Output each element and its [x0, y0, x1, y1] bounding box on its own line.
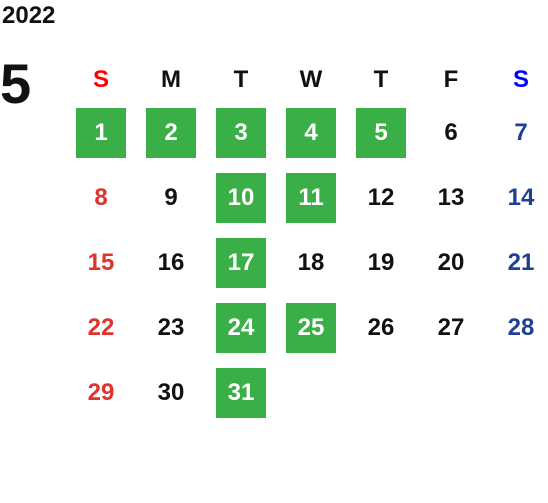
- day-number: 30: [157, 378, 185, 406]
- day-cell[interactable]: 23: [136, 295, 206, 360]
- day-cell[interactable]: 2: [136, 100, 206, 165]
- calendar-week-row: 8 9 10 11 12 13 14: [66, 165, 548, 230]
- day-cell: [346, 360, 416, 425]
- day-cell[interactable]: 8: [66, 165, 136, 230]
- weekday-label-friday: F: [443, 66, 459, 93]
- day-cell[interactable]: 16: [136, 230, 206, 295]
- day-cell[interactable]: 29: [66, 360, 136, 425]
- day-cell[interactable]: 21: [486, 230, 548, 295]
- calendar-week-row: 29 30 31: [66, 360, 548, 425]
- day-cell[interactable]: 15: [66, 230, 136, 295]
- day-number-highlighted: 1: [76, 107, 126, 158]
- day-number: 26: [367, 313, 395, 341]
- day-number: 23: [157, 313, 185, 341]
- day-number-highlighted: 25: [286, 302, 336, 353]
- day-number: 20: [437, 248, 465, 276]
- day-cell[interactable]: 11: [276, 165, 346, 230]
- day-number-highlighted: 2: [146, 107, 196, 158]
- day-number-highlighted: 11: [286, 172, 336, 223]
- day-number: 19: [367, 248, 395, 276]
- calendar-year: 2022: [2, 2, 56, 29]
- day-cell[interactable]: 12: [346, 165, 416, 230]
- day-number-highlighted: 31: [216, 367, 266, 418]
- day-number: 28: [507, 313, 535, 341]
- day-cell[interactable]: 17: [206, 230, 276, 295]
- day-cell[interactable]: 3: [206, 100, 276, 165]
- day-number: 14: [507, 183, 535, 211]
- day-cell[interactable]: 24: [206, 295, 276, 360]
- day-number: 13: [437, 183, 465, 211]
- day-cell[interactable]: 31: [206, 360, 276, 425]
- day-cell[interactable]: 4: [276, 100, 346, 165]
- weekday-label-sunday: S: [92, 66, 109, 93]
- day-cell[interactable]: 20: [416, 230, 486, 295]
- day-cell[interactable]: 9: [136, 165, 206, 230]
- weekday-label-saturday: S: [512, 66, 529, 93]
- day-cell[interactable]: 19: [346, 230, 416, 295]
- day-number-highlighted: 4: [286, 107, 336, 158]
- day-cell[interactable]: 28: [486, 295, 548, 360]
- day-cell[interactable]: 25: [276, 295, 346, 360]
- weekday-label-thursday: T: [373, 66, 389, 93]
- day-cell[interactable]: 14: [486, 165, 548, 230]
- day-number-highlighted: 5: [356, 107, 406, 158]
- day-number: 9: [164, 183, 178, 211]
- day-cell[interactable]: 27: [416, 295, 486, 360]
- day-cell: [486, 360, 548, 425]
- day-number: 6: [444, 118, 458, 146]
- day-cell[interactable]: 10: [206, 165, 276, 230]
- calendar-month: 5: [0, 52, 32, 115]
- day-number: 7: [514, 118, 528, 146]
- calendar-week-row: 22 23 24 25 26 27 28: [66, 295, 548, 360]
- day-number: 21: [507, 248, 535, 276]
- weekday-label-monday: M: [161, 66, 181, 93]
- day-number: 27: [437, 313, 465, 341]
- day-number: 29: [87, 378, 115, 406]
- day-number: 15: [87, 248, 115, 276]
- day-number: 22: [87, 313, 115, 341]
- day-cell[interactable]: 26: [346, 295, 416, 360]
- day-cell: [276, 360, 346, 425]
- weekday-label-wednesday: W: [299, 66, 323, 93]
- day-number: 16: [157, 248, 185, 276]
- day-cell: [416, 360, 486, 425]
- day-number: 12: [367, 183, 395, 211]
- day-cell[interactable]: 1: [66, 100, 136, 165]
- day-cell[interactable]: 22: [66, 295, 136, 360]
- day-cell[interactable]: 13: [416, 165, 486, 230]
- calendar-week-row: 15 16 17 18 19 20 21: [66, 230, 548, 295]
- day-number-highlighted: 24: [216, 302, 266, 353]
- day-cell[interactable]: 6: [416, 100, 486, 165]
- day-number: 18: [297, 248, 325, 276]
- day-number: 8: [94, 183, 108, 211]
- day-number-highlighted: 17: [216, 237, 266, 288]
- weekday-header-row: S M T W T F S: [66, 60, 548, 100]
- day-cell[interactable]: 30: [136, 360, 206, 425]
- day-number-highlighted: 3: [216, 107, 266, 158]
- weekday-label-tuesday: T: [233, 66, 249, 93]
- day-cell[interactable]: 18: [276, 230, 346, 295]
- day-number-highlighted: 10: [216, 172, 266, 223]
- day-cell[interactable]: 7: [486, 100, 548, 165]
- day-cell[interactable]: 5: [346, 100, 416, 165]
